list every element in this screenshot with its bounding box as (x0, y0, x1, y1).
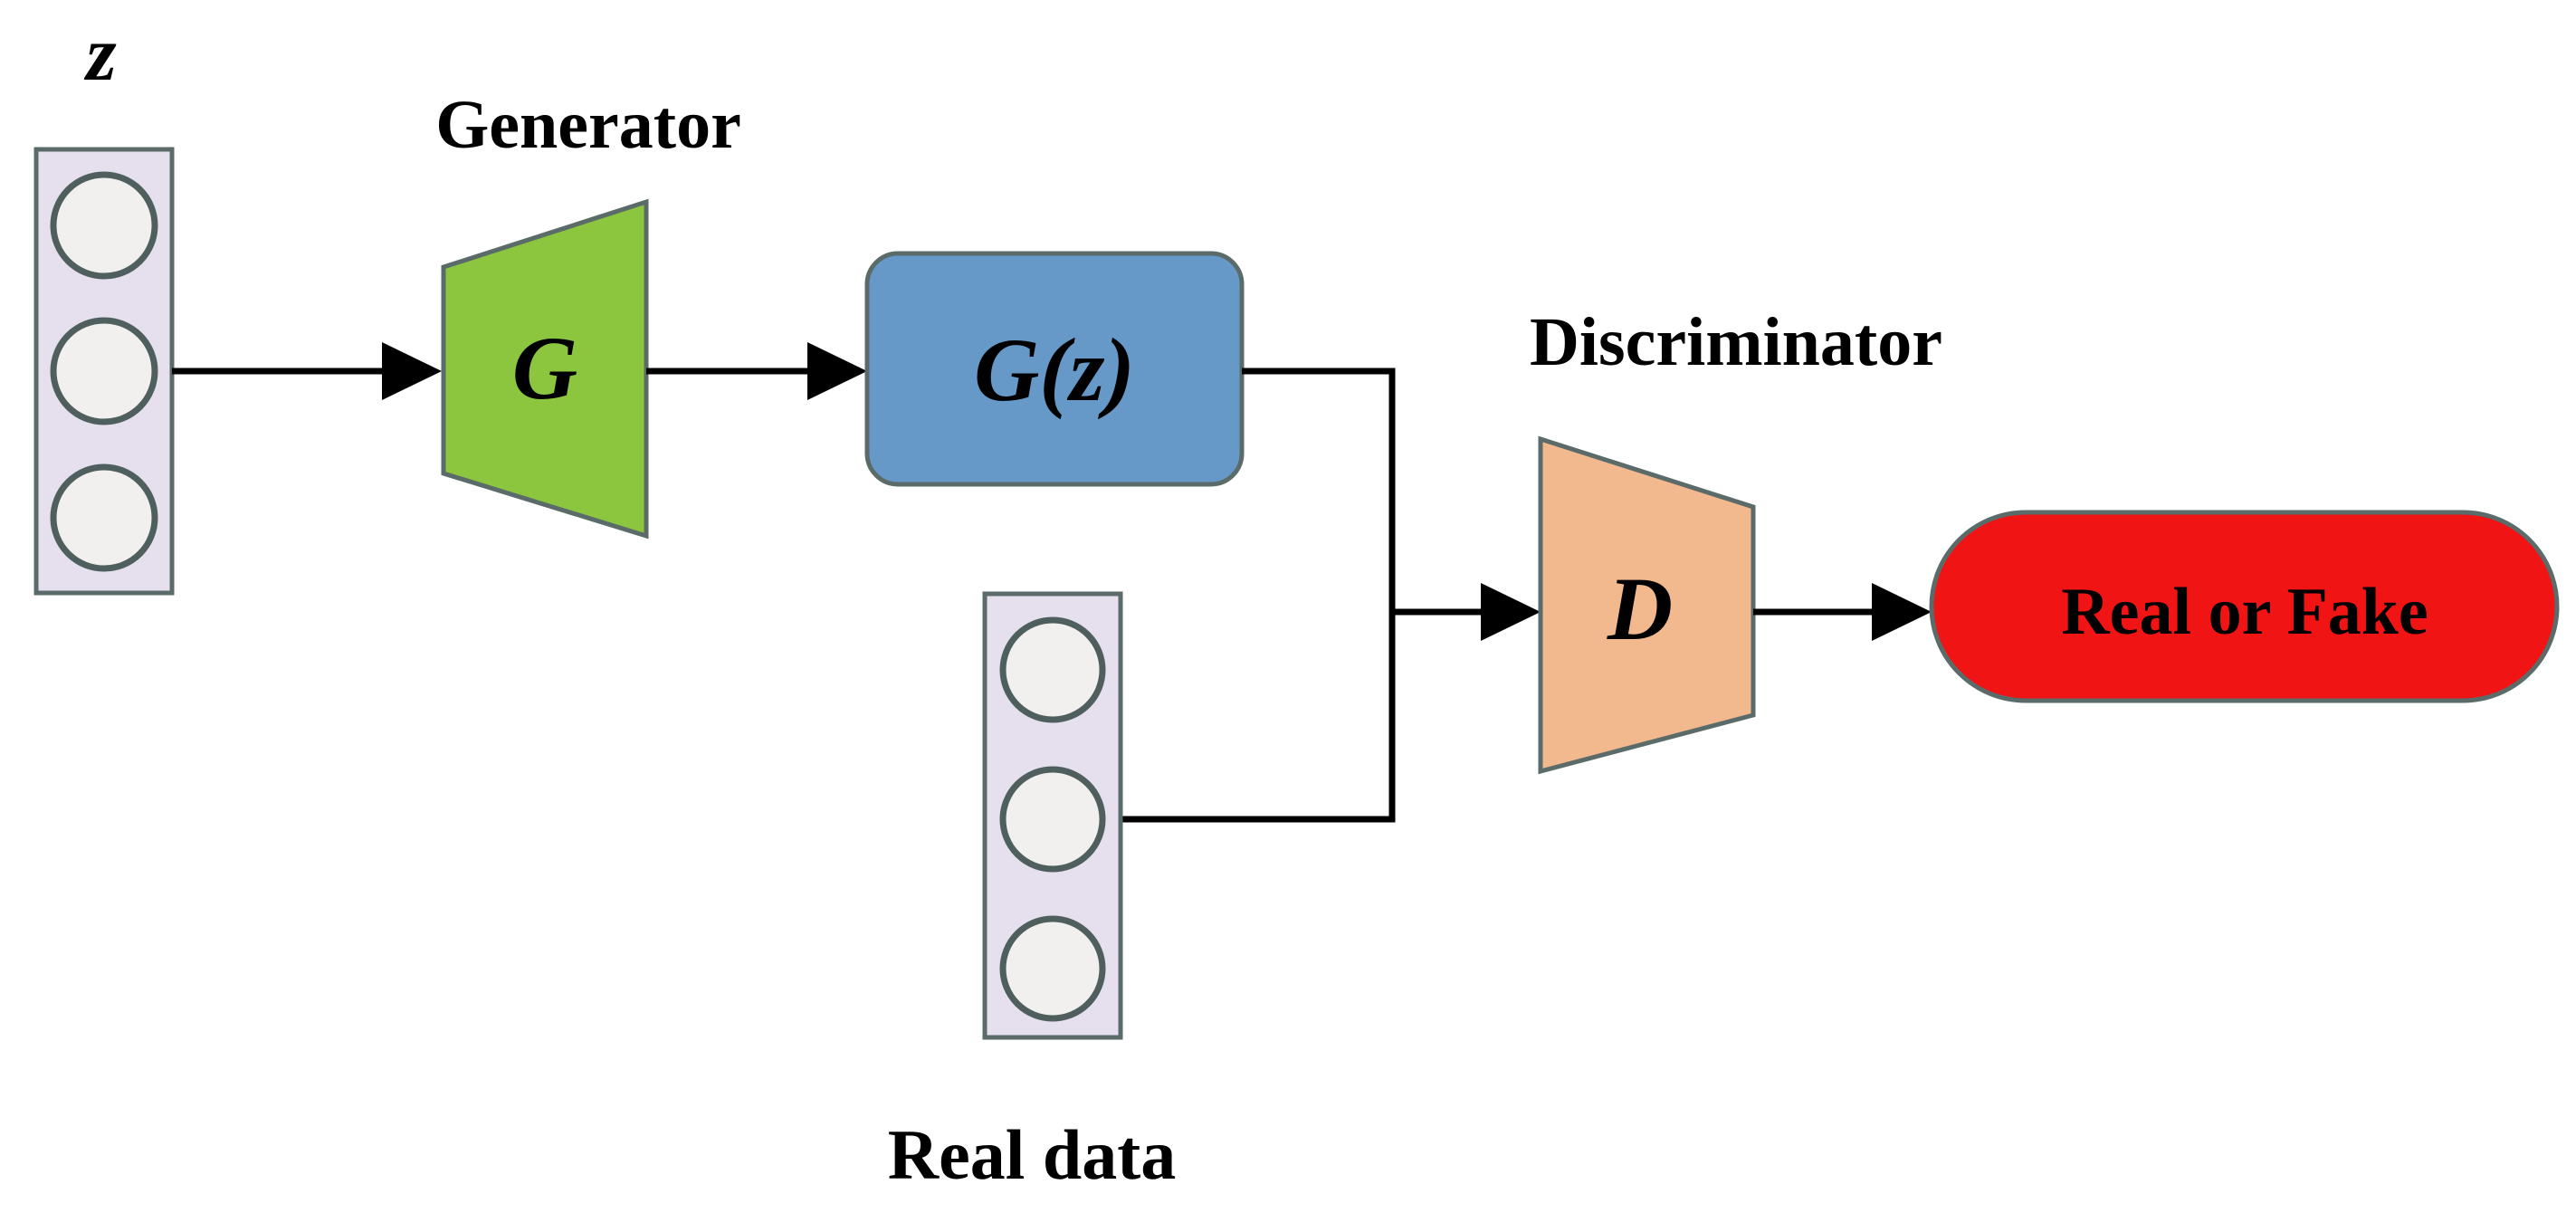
real-data-node-2 (999, 766, 1106, 873)
discriminator-trapezoid (1538, 435, 1756, 775)
generator-title: Generator (435, 87, 741, 163)
generated-sample-label: G(z) (974, 320, 1135, 420)
real-data-vector (982, 591, 1123, 1040)
generator-trapezoid (441, 198, 649, 540)
output-label: Real or Fake (2061, 575, 2428, 649)
noise-node-3 (50, 463, 158, 572)
arrow-discriminator-to-output (1753, 583, 1932, 641)
discriminator-symbol: D (1607, 559, 1673, 659)
noise-node-1 (50, 171, 158, 280)
noise-node-2 (50, 317, 158, 425)
z-label: z (83, 10, 117, 97)
discriminator-title: Discriminator (1530, 304, 1942, 380)
real-data-node-1 (999, 616, 1106, 723)
arrow-to-discriminator (1392, 583, 1541, 641)
generator-symbol: G (512, 318, 577, 418)
arrow-generator-to-output (646, 342, 867, 400)
real-data-label: Real data (888, 1115, 1176, 1194)
discriminator-block: D (1538, 435, 1756, 775)
generator-block: G (441, 198, 649, 540)
arrow-z-to-generator (172, 342, 442, 400)
output-block: Real or Fake (1929, 510, 2560, 703)
connector-merge (1122, 368, 1396, 823)
generated-sample-block: G(z) (864, 251, 1245, 487)
noise-vector-z (33, 147, 175, 596)
output-pill (1929, 510, 2560, 703)
real-data-node-3 (999, 915, 1106, 1022)
